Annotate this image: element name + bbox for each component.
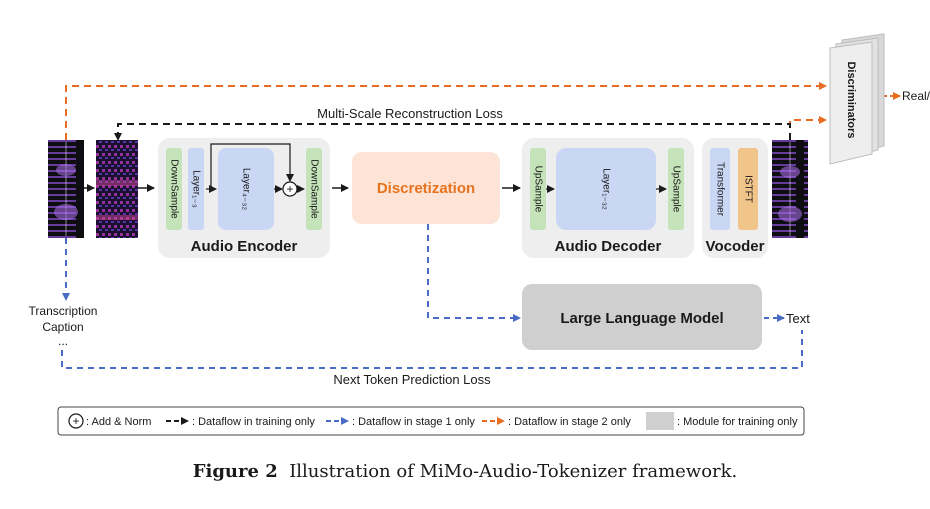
encoder-downsample-in: [166, 148, 182, 230]
decoder-upsample-out: [668, 148, 684, 230]
decoder-layers-label: Layer₁₋₃₂: [600, 168, 611, 210]
audio-decoder-block: UpSample Layer₁₋₃₂ UpSample Audio Decode…: [522, 138, 694, 258]
orange-dataflow-input-to-discriminator: [65, 82, 827, 140]
encoder-layer-first: [188, 148, 204, 230]
decoder-upsample-in-label: UpSample: [532, 166, 543, 213]
vocoder-istft: [738, 148, 758, 230]
encoder-downsample-out-label: DownSample: [308, 159, 319, 219]
input-waveform-image: [48, 140, 84, 238]
audio-encoder-block: DownSample Layer₁₋₃ Layer₄₋₃₂ DownSample…: [158, 138, 330, 258]
llm-label: Large Language Model: [560, 310, 723, 327]
encoder-downsample-in-label: DownSample: [168, 159, 179, 219]
mel-spectrogram-image: [96, 140, 138, 238]
ellipsis-label: ...: [58, 334, 68, 348]
encoder-layer-rest: [218, 148, 274, 230]
decoder-upsample-out-label: UpSample: [670, 166, 681, 213]
legend-add-symbol: +: [72, 414, 79, 428]
encoder-downsample-out: [306, 148, 322, 230]
figure-caption-prefix: Figure 2: [192, 461, 278, 482]
text-output-label: Text: [786, 311, 810, 326]
discriminators-block: Discriminators: [829, 33, 885, 165]
figure-caption-text: Illustration of MiMo-Audio-Tokenizer fra…: [289, 461, 738, 482]
blue-dataflow-discretization-to-llm: [427, 224, 521, 322]
vocoder-block: Transformer ISTFT Vocoder: [702, 138, 768, 258]
vocoder-title: Vocoder: [706, 238, 765, 255]
orange-dataflow-output-to-discriminator: [789, 116, 827, 140]
legend-module-training-only: : Module for training only: [677, 416, 798, 428]
next-token-loss-label: Next Token Prediction Loss: [333, 372, 491, 387]
legend-add-norm: : Add & Norm: [86, 416, 151, 428]
vocoder-transformer-label: Transformer: [714, 162, 725, 217]
legend: + : Add & Norm : Dataflow in training on…: [57, 406, 805, 436]
discriminators-label: Discriminators: [845, 61, 857, 138]
black-dataflow-reconstruction-loss: [114, 123, 791, 141]
figure-caption: Figure 2 Illustration of MiMo-Audio-Toke…: [0, 461, 930, 482]
vocoder-transformer: [710, 148, 730, 230]
audio-decoder-title: Audio Decoder: [555, 238, 662, 255]
audio-encoder-title: Audio Encoder: [191, 238, 298, 255]
encoder-layer-first-label: Layer₁₋₃: [190, 170, 201, 208]
discretization-block: Discretization: [352, 152, 500, 224]
caption-label: Caption: [42, 320, 83, 334]
transcription-label: Transcription: [29, 304, 98, 318]
legend-stage1-only: : Dataflow in stage 1 only: [352, 416, 475, 428]
output-waveform-image: [772, 140, 808, 238]
legend-add-norm-icon: [68, 413, 84, 429]
legend-gray-module-icon: [646, 412, 674, 430]
legend-stage2-only: : Dataflow in stage 2 only: [508, 416, 631, 428]
decoder-upsample-in: [530, 148, 546, 230]
decoder-layers: [556, 148, 656, 230]
reconstruction-loss-label: Multi-Scale Reconstruction Loss: [317, 106, 503, 121]
add-norm-symbol: +: [286, 182, 293, 196]
encoder-layer-rest-label: Layer₄₋₃₂: [240, 168, 251, 210]
blue-dataflow-next-token-loss: [61, 330, 803, 369]
discretization-label: Discretization: [377, 180, 475, 197]
llm-block: Large Language Model: [522, 284, 762, 350]
vocoder-istft-label: ISTFT: [742, 175, 753, 203]
legend-training-only: : Dataflow in training only: [192, 416, 315, 428]
real-fake-label: Real/F: [902, 89, 930, 103]
